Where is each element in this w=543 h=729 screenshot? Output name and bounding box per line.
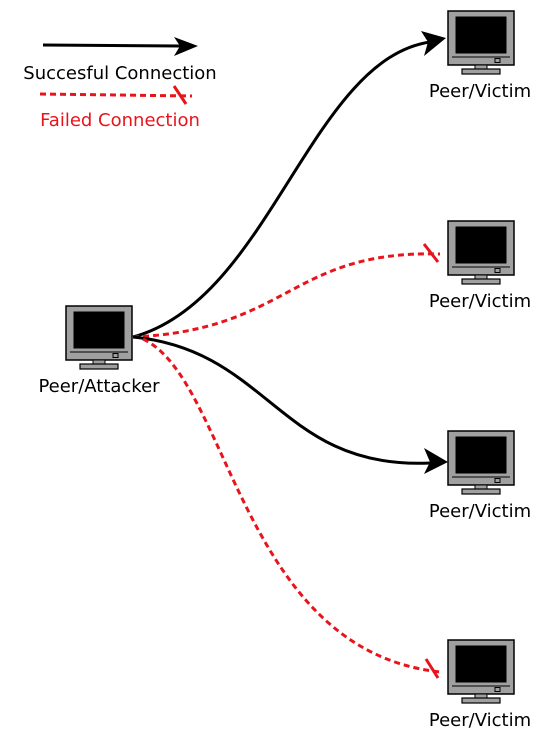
legend: Succesful Connection Failed Connection bbox=[23, 37, 217, 131]
victim-label: Peer/Victim bbox=[429, 710, 531, 729]
victim-label: Peer/Victim bbox=[429, 291, 531, 312]
victim-node-3: Peer/Victim bbox=[429, 430, 531, 522]
connection-successful-2 bbox=[132, 335, 448, 474]
connection-failed-1 bbox=[132, 243, 441, 339]
legend-failed-label: Failed Connection bbox=[40, 110, 200, 131]
computer-monitor-icon bbox=[447, 10, 515, 75]
legend-success-label: Succesful Connection bbox=[23, 63, 216, 84]
victim-label: Peer/Victim bbox=[429, 501, 531, 522]
attacker-label: Peer/Attacker bbox=[38, 376, 160, 397]
connections bbox=[132, 31, 448, 679]
connection-successful-1 bbox=[132, 31, 446, 339]
computer-monitor-icon bbox=[447, 220, 515, 285]
legend-failed-line bbox=[39, 85, 193, 105]
connection-failed-2 bbox=[142, 337, 441, 679]
victim-node-2: Peer/Victim bbox=[429, 220, 531, 312]
victim-node-4: Peer/Victim bbox=[429, 639, 531, 729]
computer-monitor-icon bbox=[447, 430, 515, 495]
attacker-node: Peer/Attacker bbox=[38, 305, 160, 397]
victim-label: Peer/Victim bbox=[429, 81, 531, 102]
computer-monitor-icon bbox=[447, 639, 515, 704]
legend-success-line bbox=[42, 37, 198, 56]
victim-node-1: Peer/Victim bbox=[429, 10, 531, 102]
computer-monitor-icon bbox=[65, 305, 133, 370]
